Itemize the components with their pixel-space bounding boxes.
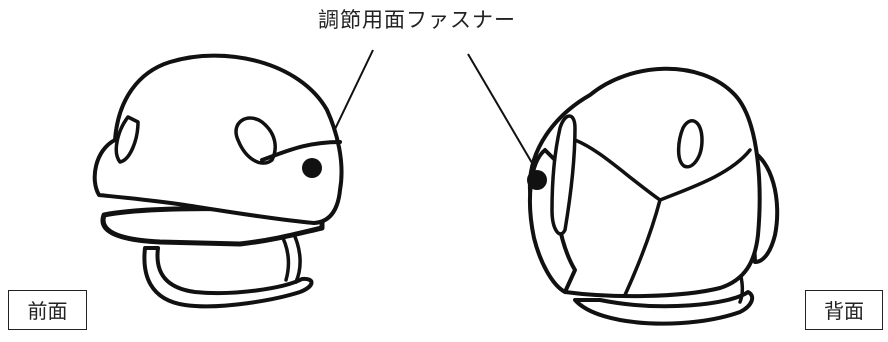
- callout-leader-back: [467, 53, 536, 169]
- front-vent-loop: [234, 116, 277, 165]
- fastener-callout-label: 調節用面ファスナー: [318, 8, 516, 32]
- back-chin-strap: [573, 290, 755, 326]
- back-right-vent-loop: [676, 119, 704, 169]
- front-view-label: 前面: [8, 290, 87, 330]
- back-fastener-dot: [527, 170, 547, 190]
- back-left-vent-loop: [550, 114, 577, 236]
- front-chin-strap: [142, 246, 314, 309]
- back-helmet: [527, 66, 780, 326]
- front-fastener-dot: [302, 158, 322, 178]
- front-shell: [92, 53, 344, 225]
- back-view-label: 背面: [805, 290, 883, 330]
- front-helmet: [92, 53, 344, 309]
- front-side-flap: [114, 115, 140, 164]
